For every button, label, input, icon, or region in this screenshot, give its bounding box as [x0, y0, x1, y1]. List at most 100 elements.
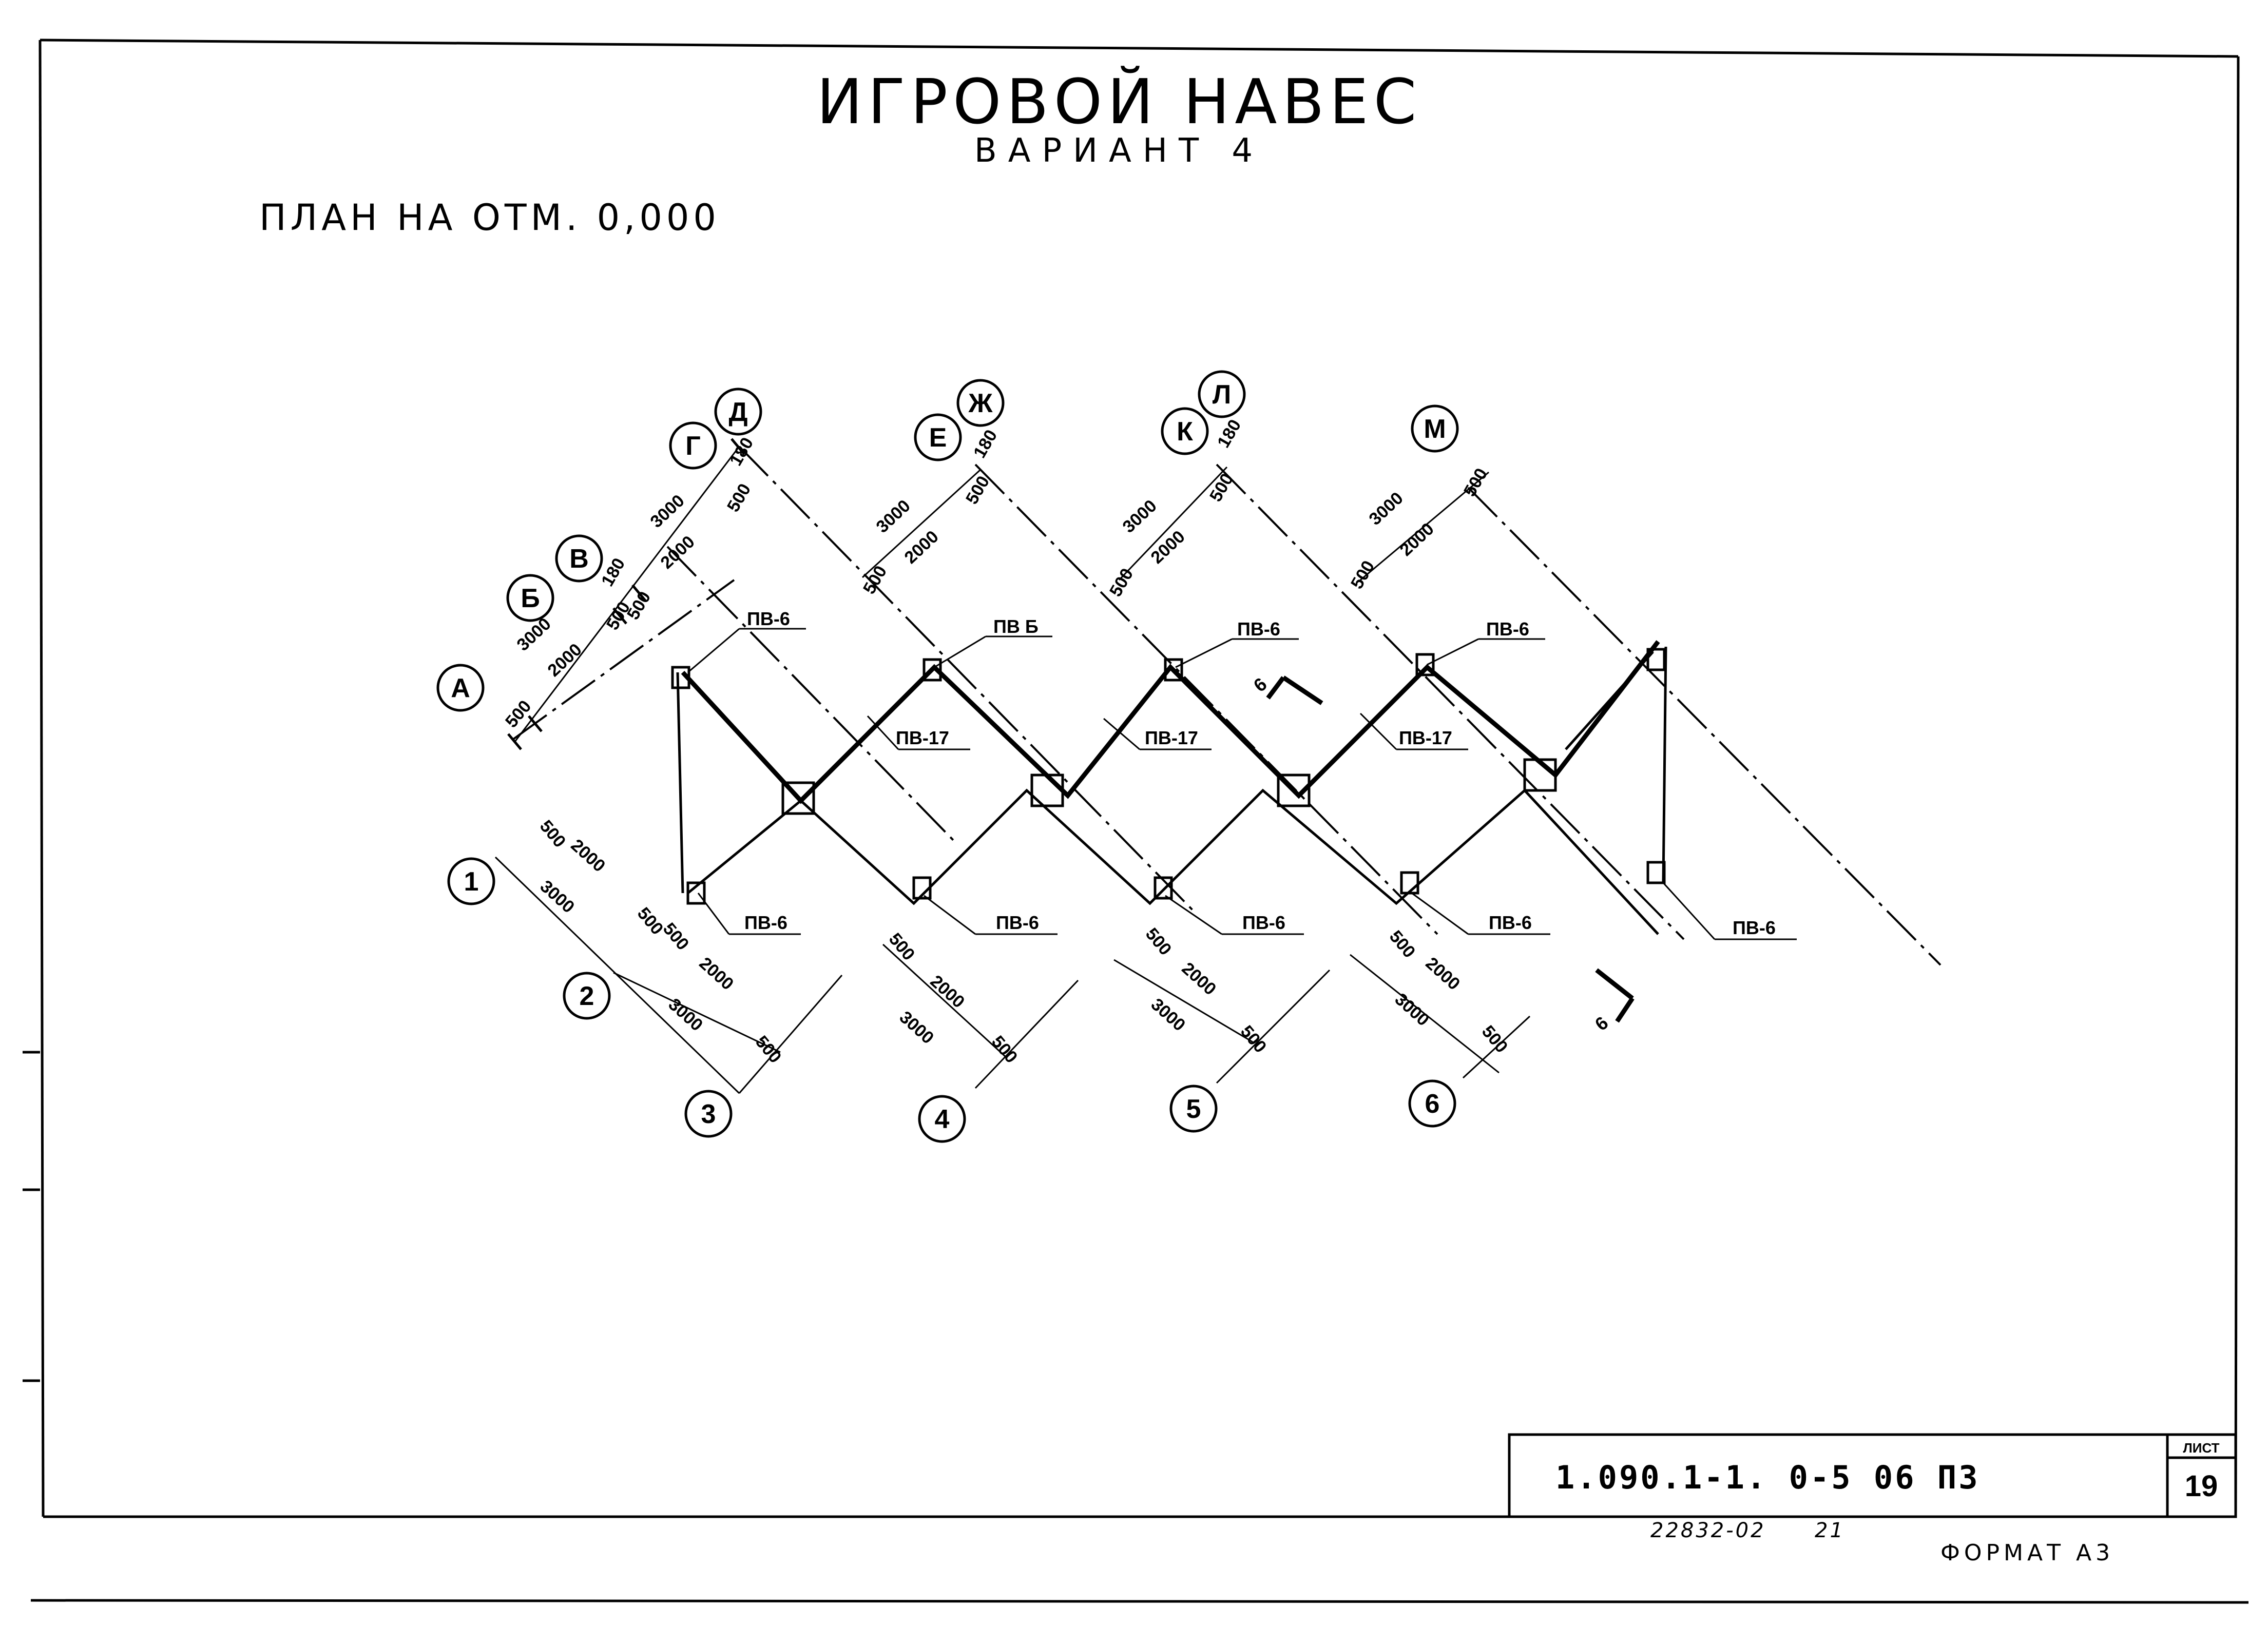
plan-label: ПЛАН НА ОТМ. 0,000 — [259, 197, 720, 239]
dimension-text: 2000 — [901, 527, 943, 567]
drawing-frame — [23, 38, 2249, 1604]
dimension-text: 500 — [1206, 470, 1237, 505]
axis-label: К — [1177, 417, 1193, 447]
mark-label: ПВ-6 — [747, 608, 790, 629]
dimension-text: 2000 — [657, 532, 699, 572]
mark-label: ПВ-6 — [996, 912, 1039, 933]
dimension-text: 2000 — [544, 640, 586, 680]
mark-callout: ПВ-6 — [924, 895, 1058, 935]
mark-label: ПВ-17 — [1399, 727, 1452, 748]
axis-label: Г — [685, 431, 700, 461]
dimension-tick — [731, 438, 745, 455]
dimension-tick — [507, 733, 522, 750]
axis-line — [1216, 463, 1685, 940]
dimension-text: 2000 — [1178, 959, 1220, 999]
axis-label: 6 — [1425, 1089, 1440, 1119]
dimension-text: 2000 — [696, 954, 738, 994]
drawing-subtitle: ВАРИАНТ 4 — [974, 132, 1264, 170]
dimension-text: 500 — [1460, 465, 1491, 500]
mark-label: ПВ-6 — [1242, 912, 1285, 933]
mark-label: ПВ-17 — [896, 727, 949, 748]
axis-label: Ж — [968, 389, 993, 418]
axis-marker: 5 — [1169, 1085, 1218, 1133]
element-marks: ПВ-6 ПВ Б ПВ-6 ПВ-6 ПВ-17 ПВ-17 — [687, 608, 1797, 940]
beam-node — [1030, 773, 1064, 807]
beam-node — [1400, 871, 1419, 895]
axis-marker: Д — [714, 388, 762, 436]
axis-label: 4 — [935, 1105, 950, 1134]
section-mark-bottom: 6 — [1591, 968, 1635, 1035]
axis-marker: Г — [669, 421, 717, 470]
dimension-text: 500 — [723, 480, 755, 515]
mark-callout: ПВ-17 — [1103, 718, 1212, 750]
dimension-text: 500 — [536, 817, 570, 852]
beam-node — [1646, 861, 1666, 884]
dimension-text: 2000 — [1147, 527, 1189, 567]
axis-marker: А — [436, 664, 485, 712]
end-edge-right — [1662, 646, 1667, 883]
axis-line — [666, 546, 956, 843]
dimension-line — [861, 469, 982, 578]
dimension-text: 3000 — [536, 877, 579, 917]
dimension-text: 500 — [1106, 565, 1137, 600]
axis-marker: Л — [1198, 370, 1246, 418]
mark-label: ПВ-17 — [1145, 727, 1198, 748]
dimension-line — [514, 446, 740, 742]
sheet-number: 19 — [2185, 1469, 2218, 1503]
axis-label: Б — [521, 584, 540, 613]
dimension-text: 3000 — [1119, 496, 1161, 536]
dimension-tick — [612, 607, 627, 625]
axis-label: А — [451, 673, 470, 703]
axis-label: 1 — [464, 867, 479, 897]
axis-marker: К — [1161, 407, 1209, 455]
axis-marker: 2 — [563, 972, 611, 1020]
mark-label: ПВ-6 — [744, 912, 787, 933]
sheet-label: ЛИСТ — [2183, 1440, 2220, 1456]
axis-label: Л — [1213, 380, 1232, 410]
dimension-line — [974, 979, 1079, 1089]
dimension-text: 500 — [1478, 1022, 1512, 1057]
axis-label: В — [569, 544, 589, 574]
beam-node — [671, 666, 690, 689]
dimension-line — [1118, 466, 1228, 581]
dimension-lines-upper — [507, 438, 1489, 750]
dimension-text: 3000 — [896, 1008, 938, 1048]
axis-label: 5 — [1186, 1094, 1201, 1124]
axis-line — [974, 463, 1438, 935]
axis-label: 2 — [580, 981, 594, 1011]
dimension-text: 2000 — [567, 836, 609, 876]
section-label: 6 — [1591, 1012, 1612, 1035]
drawing-title: ИГРОВОЙ НАВЕС — [817, 66, 1422, 138]
dimension-line — [1462, 1015, 1531, 1079]
axis-marker: М — [1411, 404, 1459, 453]
dimension-text: 500 — [752, 1032, 785, 1067]
mark-callout: ПВ-17 — [867, 715, 970, 750]
format-label: ФОРМАТ А3 — [1940, 1540, 2114, 1566]
right-beam-end — [1565, 651, 1654, 750]
roof-structure — [676, 640, 1667, 935]
inventory-number: 22832-02 — [1650, 1519, 1766, 1542]
dimension-text: 500 — [1237, 1022, 1271, 1057]
mark-callout: ПВ-6 — [687, 608, 806, 673]
dimension-text: 2000 — [1422, 954, 1464, 994]
axis-marker: Б — [506, 574, 554, 622]
lower-beam-line — [687, 788, 1659, 935]
axis-line — [512, 579, 735, 740]
title-block: 1.090.1-1. 0-5 06 ПЗ ЛИСТ 19 — [1508, 1433, 2237, 1518]
grid-axes-lines — [512, 446, 1942, 966]
mark-label: ПВ Б — [993, 616, 1039, 637]
beam-node — [686, 881, 706, 905]
dimension-text: 500 — [1347, 557, 1378, 592]
axis-label: Д — [728, 397, 747, 427]
end-edge-left — [676, 672, 684, 894]
axis-marker: Е — [914, 413, 962, 461]
dimension-text: 3000 — [1391, 990, 1433, 1030]
dimension-text: 2000 — [927, 972, 969, 1012]
letter-axes: А Б В Г Д Е Ж К — [436, 370, 1459, 712]
dimension-text: 180 — [970, 427, 1001, 461]
dimension-line — [1216, 969, 1331, 1084]
mark-callout: ПВ-6 — [1411, 892, 1550, 935]
beam-node — [1646, 648, 1666, 671]
dimension-line — [1350, 954, 1500, 1074]
